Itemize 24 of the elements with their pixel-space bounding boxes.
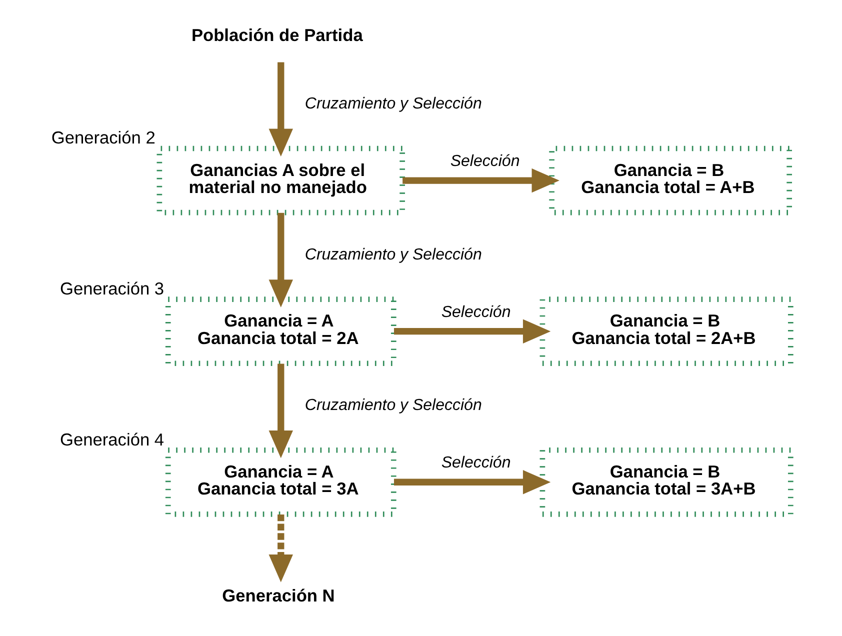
arrow (402, 168, 560, 193)
node-box: Ganancias A sobre el material no manejado (156, 146, 405, 216)
arrow (394, 470, 551, 494)
arrow (268, 364, 293, 458)
edge-label: Cruzamiento y Selección (304, 397, 482, 414)
arrow (268, 514, 293, 582)
edge-label: Cruzamiento y Selección (304, 246, 482, 264)
node-label: Generación 3 (60, 278, 164, 299)
node-text: Generación N (222, 585, 335, 606)
node-text: Población de Partida (191, 24, 363, 45)
edge-label: Selección (441, 454, 511, 472)
arrow (268, 212, 293, 308)
arrow (394, 319, 551, 344)
node-box: Ganancia = A Ganancia total = 3A (165, 447, 396, 517)
edge-label: Selección (441, 304, 511, 321)
node-box: Ganancia = A Ganancia total = 2A (165, 296, 396, 366)
node-box: Ganancia = B Ganancia total = 2A+B (540, 296, 794, 366)
node-box: Ganancia = B Ganancia total = 3A+B (540, 447, 794, 517)
node-label: Generación 4 (60, 429, 164, 450)
edge-label: Cruzamiento y Selección (304, 96, 482, 113)
node-label: Generación 2 (51, 128, 156, 148)
edge-label: Selección (450, 153, 520, 170)
node-box: Ganancia = B Ganancia total = A+B (549, 146, 792, 216)
arrow (268, 62, 293, 156)
